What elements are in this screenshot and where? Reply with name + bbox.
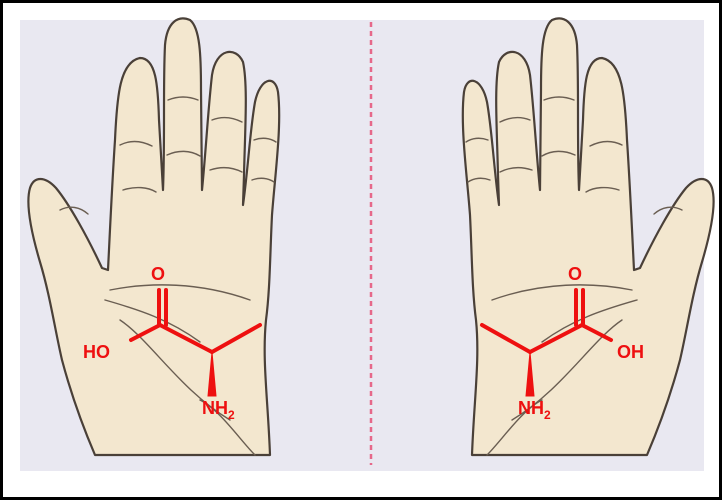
left-hydroxyl-label: HO — [83, 342, 110, 362]
right-oxygen-label: O — [568, 264, 582, 284]
right-hydroxyl-label: OH — [617, 342, 644, 362]
right-hand-icon — [463, 18, 714, 455]
left-oxygen-label: O — [151, 264, 165, 284]
left-hand-icon — [28, 18, 279, 455]
